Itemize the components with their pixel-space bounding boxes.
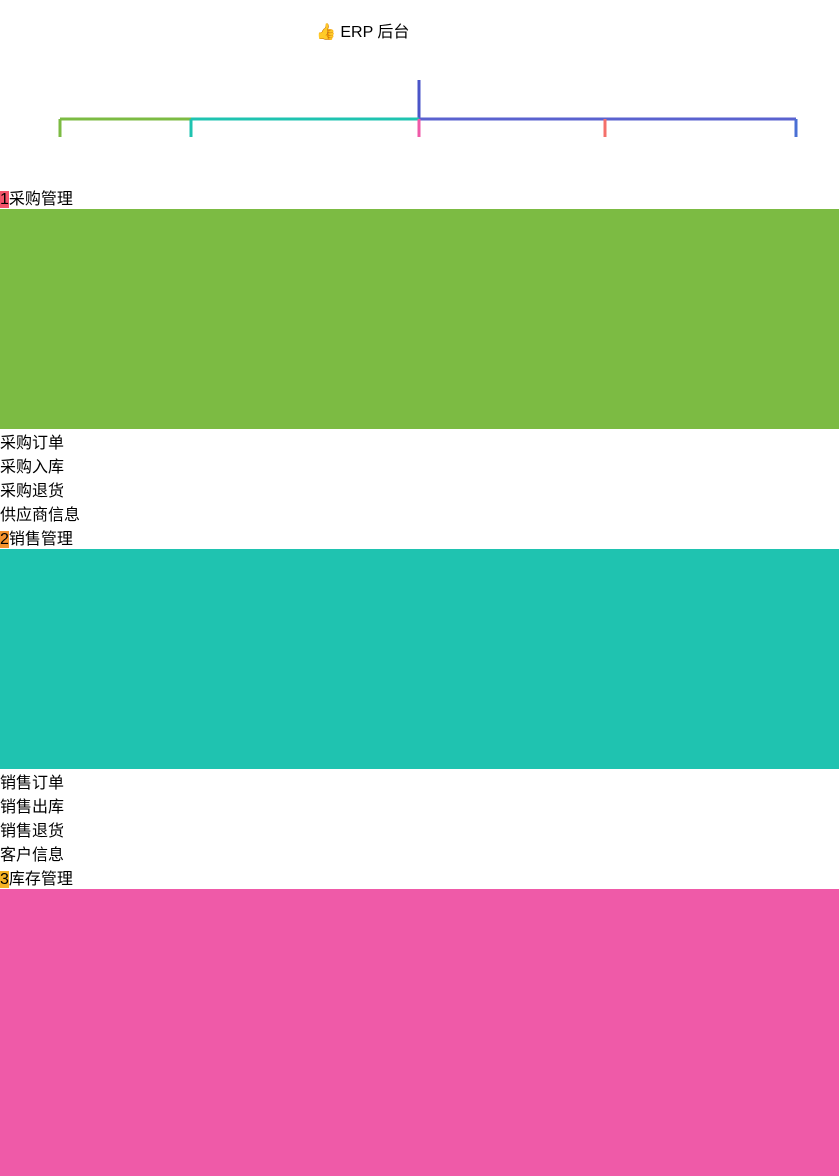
leaf-item-label: 采购退货 xyxy=(0,483,65,500)
leaf-item-label: 采购订单 xyxy=(0,435,65,452)
branch-item-list: 销售订单销售出库销售退货客户信息 xyxy=(0,549,839,865)
branch-item-list: 采购订单采购入库采购退货供应商信息 xyxy=(0,209,839,525)
leaf-item[interactable]: 采购订单 xyxy=(0,429,839,453)
branch-spine xyxy=(0,889,839,1176)
branch-spine xyxy=(0,209,839,429)
branch-number-badge: 1 xyxy=(0,191,9,208)
leaf-item-label: 销售出库 xyxy=(0,799,65,816)
branch-item-list: 仓库信息产品库存其它出库其它入库库存调拨库存盘点出库库明细 xyxy=(0,889,839,1176)
leaf-item-label: 销售退货 xyxy=(0,823,65,840)
connector-lines xyxy=(58,80,798,137)
leaf-item-label: 客户信息 xyxy=(0,847,65,864)
leaf-item[interactable]: 供应商信息 xyxy=(0,501,839,525)
page-title: ERP 后台 xyxy=(340,24,410,41)
leaf-item[interactable]: 采购入库 xyxy=(0,453,839,477)
branch-title: 库存管理 xyxy=(8,871,73,888)
branch-column-2: 2销售管理销售订单销售出库销售退货客户信息 xyxy=(0,525,839,865)
branch-title: 采购管理 xyxy=(8,191,73,208)
branch-header-1[interactable]: 1采购管理 xyxy=(0,185,839,209)
branch-column-3: 3库存管理仓库信息产品库存其它出库其它入库库存调拨库存盘点出库库明细 xyxy=(0,865,839,1176)
branch-title: 销售管理 xyxy=(8,531,73,548)
leaf-item[interactable]: 销售出库 xyxy=(0,793,839,817)
leaf-item-label: 采购入库 xyxy=(0,459,65,476)
leaf-item[interactable]: 销售退货 xyxy=(0,817,839,841)
leaf-item[interactable]: 客户信息 xyxy=(0,841,839,865)
branch-header-2[interactable]: 2销售管理 xyxy=(0,525,839,549)
leaf-item[interactable]: 销售订单 xyxy=(0,769,839,793)
branch-number-badge: 2 xyxy=(0,531,9,548)
branch-number-badge: 3 xyxy=(0,871,9,888)
thumbs-up-icon: 👍 xyxy=(316,24,336,41)
branch-column-1: 1采购管理采购订单采购入库采购退货供应商信息 xyxy=(0,185,839,525)
root-node-card[interactable]: 👍 ERP 后台 xyxy=(316,18,522,80)
branch-spine xyxy=(0,549,839,769)
branch-header-3[interactable]: 3库存管理 xyxy=(0,865,839,889)
leaf-item[interactable]: 采购退货 xyxy=(0,477,839,501)
leaf-item-label: 销售订单 xyxy=(0,775,65,792)
leaf-item-label: 供应商信息 xyxy=(0,507,81,524)
